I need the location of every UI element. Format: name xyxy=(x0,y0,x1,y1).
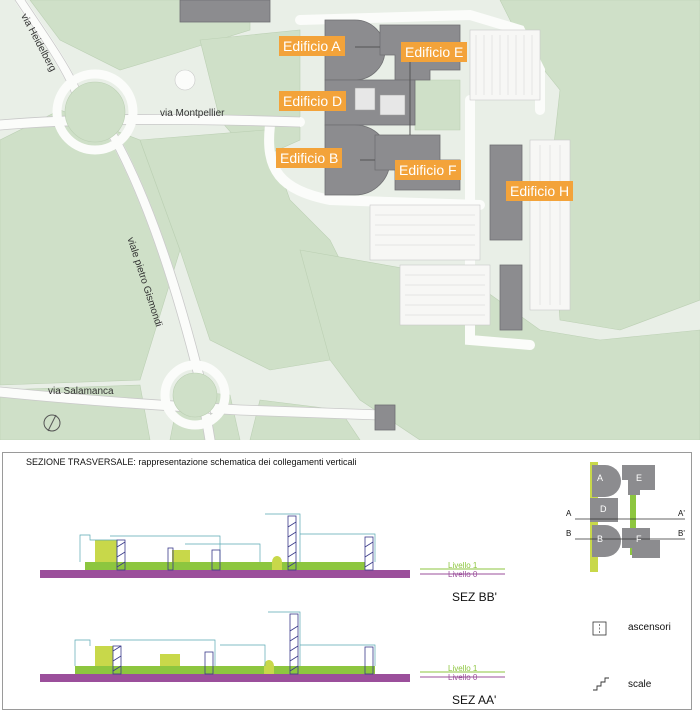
building-label-f[interactable]: Edificio F xyxy=(395,160,461,180)
section-drawings xyxy=(40,462,685,691)
elevator-legend-icon xyxy=(592,621,607,636)
building-courtyards xyxy=(354,87,406,116)
section-aa-drawing xyxy=(40,611,505,682)
key-plan xyxy=(575,462,685,572)
legend-elevators-label: ascensori xyxy=(628,622,671,633)
building-label-e[interactable]: Edificio E xyxy=(401,42,468,62)
building-label-h[interactable]: Edificio H xyxy=(506,181,574,201)
cut-label-a: A xyxy=(566,509,572,518)
level-0-label-bb: Livello 0 xyxy=(448,570,478,579)
street-label-montpellier: via Montpellier xyxy=(160,108,225,119)
stairs-legend-icon xyxy=(593,677,609,691)
key-plan-letter-d: D xyxy=(600,504,607,514)
section-bb-drawing xyxy=(40,513,505,578)
key-plan-letter-f: F xyxy=(636,534,642,544)
legend-stairs-label: scale xyxy=(628,679,652,690)
section-aa-label: SEZ AA' xyxy=(452,693,497,707)
panel-frame xyxy=(2,452,692,710)
key-plan-letter-b: B xyxy=(597,534,604,544)
building-label-a[interactable]: Edificio A xyxy=(279,36,345,56)
section-bb-label: SEZ BB' xyxy=(452,590,497,604)
north-arrow-icon xyxy=(43,414,61,432)
building-label-d[interactable]: Edificio D xyxy=(279,91,347,111)
roundabouts xyxy=(52,69,230,430)
key-plan-letter-e: E xyxy=(636,473,643,483)
section-title: SEZIONE TRASVERSALE: rappresentazione sc… xyxy=(26,457,357,467)
section-panel: SEZIONE TRASVERSALE: rappresentazione sc… xyxy=(0,440,700,715)
level-1-label-bb: Livello 1 xyxy=(448,561,478,570)
building-label-b[interactable]: Edificio B xyxy=(276,148,343,168)
cut-label-a-prime: A' xyxy=(678,509,685,518)
street-label-salamanca: via Salamanca xyxy=(48,386,114,397)
parking-lines xyxy=(375,35,561,316)
campus-map[interactable] xyxy=(0,0,700,440)
key-plan-letter-a: A xyxy=(597,473,604,483)
walkways xyxy=(355,46,411,161)
level-0-label-aa: Livello 0 xyxy=(448,673,478,682)
level-1-label-aa: Livello 1 xyxy=(448,664,478,673)
cut-label-b: B xyxy=(566,529,572,538)
cut-label-b-prime: B' xyxy=(678,529,685,538)
